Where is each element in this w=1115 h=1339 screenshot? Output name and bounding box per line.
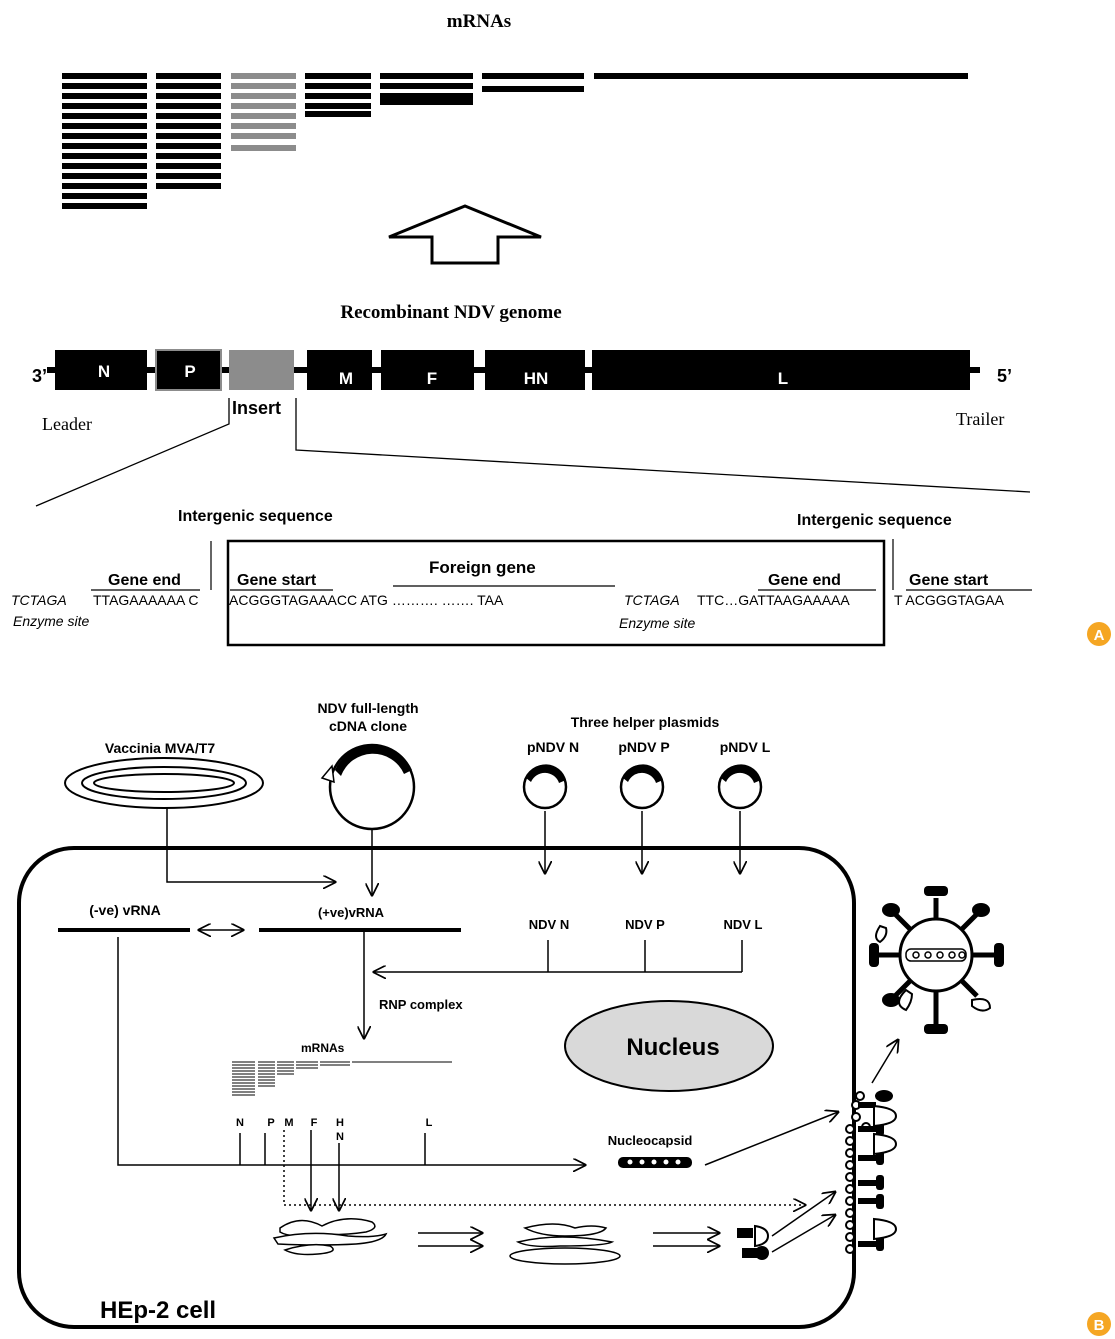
protein-n-label: NDV N [529, 917, 569, 932]
rnp-complex-label: RNP complex [379, 997, 463, 1012]
gene-l-box [592, 350, 970, 390]
mrna-stack-hn [482, 73, 584, 92]
seq-tctaga-mid: TCTAGA [624, 592, 680, 608]
m-dotted-path [283, 1130, 805, 1205]
up-arrow-icon [388, 204, 542, 265]
pathway-double-arrows [418, 1233, 719, 1246]
mini-gene-l: L [426, 1117, 433, 1129]
intergenic-right-label: Intergenic sequence [797, 512, 952, 529]
nucleocapsid-to-membrane-arrow [704, 1112, 838, 1166]
hep2-cell-label: HEp-2 cell [100, 1297, 216, 1324]
mini-mrnas-label: mRNAs [301, 1041, 345, 1055]
zoom-line-right [295, 398, 1031, 493]
mrna-stack-insert [231, 73, 296, 151]
badge-a [1087, 622, 1111, 646]
ndv-clone-label-2: cDNA clone [329, 718, 407, 734]
trailer-label: Trailer [956, 409, 1004, 429]
nucleus [564, 1000, 774, 1092]
gene-l-label: L [778, 369, 788, 388]
plasmid-l-icon [717, 764, 763, 810]
foreign-gene-label: Foreign gene [429, 558, 536, 577]
intergenic-left-label: Intergenic sequence [178, 508, 333, 525]
leader-label: Leader [42, 414, 92, 434]
er-icon [272, 1218, 388, 1256]
mini-mrna-stacks [232, 1061, 452, 1096]
budding-membrane-icon [845, 1090, 898, 1254]
badge-a-label: A [1094, 627, 1105, 644]
gene-m-label: M [339, 369, 353, 388]
enzyme-site-left: Enzyme site [13, 613, 89, 629]
mrnas-title: mRNAs [447, 11, 511, 32]
insert-box [229, 350, 294, 390]
gene-ticks [239, 1133, 426, 1165]
seq-left-end: TTAGAAAAAA C [93, 592, 199, 608]
gene-n-label: N [98, 362, 110, 381]
vaccinia-label: Vaccinia MVA/T7 [105, 740, 215, 756]
plasmid-n-icon [522, 764, 568, 810]
seq-mid: ACGGGTAGAAACC ATG ………. ……. TAA [229, 592, 504, 608]
gene-p-box [155, 349, 222, 391]
gene-start-left-label: Gene start [237, 572, 317, 589]
plasmid-p-icon [619, 764, 665, 810]
gene-m-box [307, 350, 372, 390]
mrna-stack-m [305, 73, 371, 117]
genome-title: Recombinant NDV genome [340, 302, 561, 323]
gene-start-right-label: Gene start [909, 572, 989, 589]
gene-n-box [55, 350, 147, 390]
badge-b [1087, 1312, 1111, 1336]
glyco-arrow-2 [771, 1215, 835, 1253]
mini-gene-m: M [284, 1117, 293, 1129]
insert-detail-box [226, 539, 886, 647]
mini-gene-f: F [311, 1117, 318, 1129]
end-3-label: 3’ [32, 366, 47, 386]
gene-hn-label: HN [524, 369, 549, 388]
ndv-clone-label-1: NDV full-length [317, 700, 418, 716]
glycoprotein-icon [737, 1224, 770, 1260]
seq-mid2: TTC…GATTAAGAAAAA [697, 592, 850, 608]
vaccinia-arrow [166, 808, 335, 882]
mrna-stack-p [156, 73, 221, 189]
zoom-line-left [35, 398, 230, 507]
gene-f-label: F [427, 369, 437, 388]
gene-end-left-label: Gene end [108, 572, 181, 589]
gene-f-box [381, 350, 474, 390]
protein-join-lines [547, 940, 743, 972]
hep2-cell [17, 846, 856, 1329]
helpers-title: Three helper plasmids [571, 714, 720, 730]
neg-vrna-down-line [117, 937, 585, 1165]
plasmid-l-label: pNDV L [720, 739, 771, 755]
mini-gene-n: N [236, 1117, 244, 1129]
gene-end-right-label: Gene end [768, 572, 841, 589]
mrna-stack-n [62, 73, 147, 209]
protein-p-label: NDV P [625, 917, 665, 932]
seq-right: T ACGGGTAGAA [894, 592, 1005, 608]
mini-gene-n2: N [336, 1131, 344, 1143]
nucleus-label: Nucleus [626, 1034, 719, 1061]
mrna-stack-l [594, 73, 968, 79]
golgi-icon [509, 1223, 621, 1265]
nucleocapsid-label: Nucleocapsid [608, 1133, 693, 1148]
glyco-arrow-1 [771, 1192, 835, 1237]
release-arrow [871, 1040, 898, 1084]
vaccinia-virus-icon [64, 757, 264, 809]
mrna-stack-f [380, 73, 473, 105]
protein-l-label: NDV L [724, 917, 763, 932]
mini-gene-p: P [267, 1117, 274, 1129]
badge-b-label: B [1094, 1317, 1105, 1334]
plasmid-n-label: pNDV N [527, 739, 579, 755]
seq-tctaga-left: TCTAGA [11, 592, 67, 608]
pos-vrna-label: (+ve)vRNA [318, 905, 385, 920]
end-5-label: 5’ [997, 366, 1012, 386]
gene-hn-box [485, 350, 585, 390]
mini-gene-h: H [336, 1117, 344, 1129]
ndv-virion-icon [869, 886, 1004, 1034]
gene-p-label: P [184, 362, 195, 381]
neg-vrna-label: (-ve) vRNA [89, 902, 161, 918]
ndv-clone-plasmid-icon [320, 743, 416, 831]
enzyme-site-mid: Enzyme site [619, 615, 695, 631]
plasmid-p-label: pNDV P [618, 739, 669, 755]
nucleocapsid-icon [618, 1157, 692, 1168]
insert-label: Insert [232, 398, 281, 418]
